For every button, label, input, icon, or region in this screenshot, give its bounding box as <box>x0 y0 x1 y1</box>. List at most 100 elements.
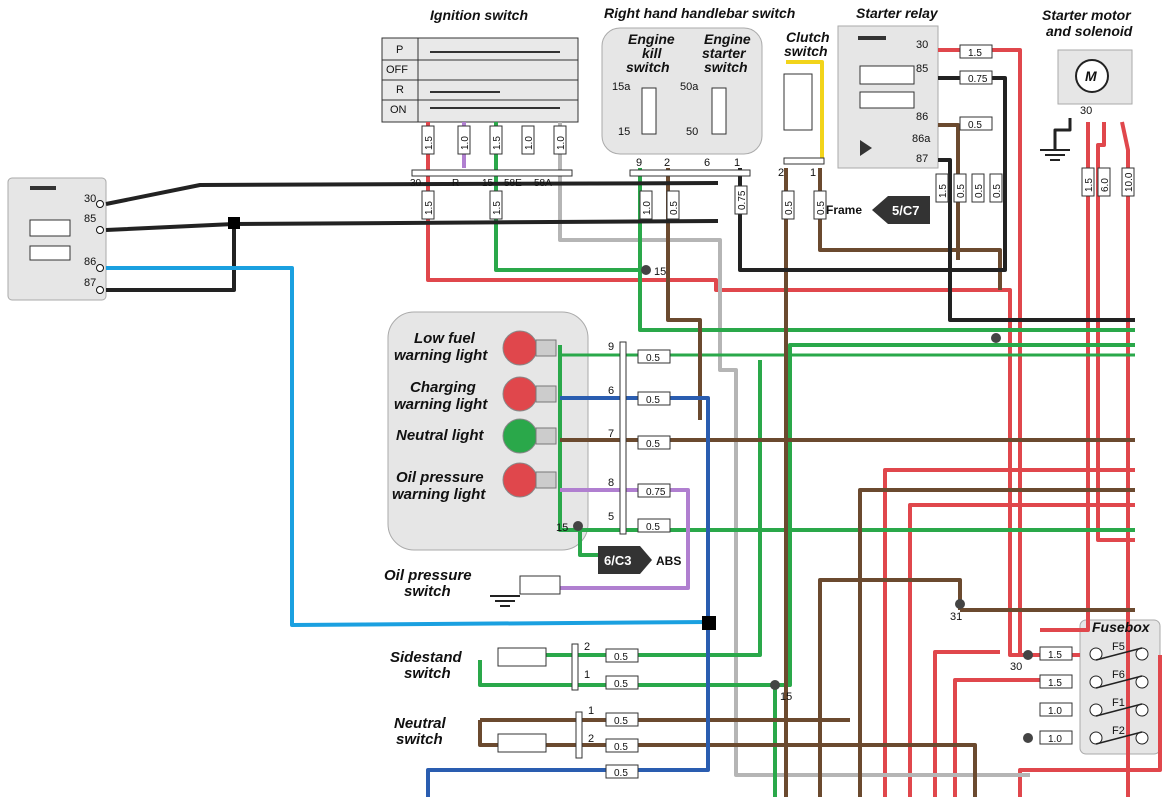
lamp-oil-pressure <box>502 462 557 498</box>
node-15-upper <box>641 265 651 275</box>
wire-size-clutch_b: 0.5 <box>813 190 827 220</box>
sidestand-label-2: switch <box>404 665 451 682</box>
wire-brown-relay86 <box>938 123 960 260</box>
svg-text:F1: F1 <box>1112 697 1125 709</box>
side-pin-1: 1 <box>584 669 590 681</box>
wire-brown-hb2 <box>666 168 702 420</box>
clutch-title-2: switch <box>784 43 828 59</box>
node-15-lights <box>573 521 583 531</box>
ign-pos-on: ON <box>390 104 407 116</box>
starter-relay-pin-86: 86 <box>916 111 928 123</box>
wire-size-fuse_f5: 1.5 <box>1039 646 1073 661</box>
fuse-f5: F5 <box>1089 641 1149 661</box>
neutral-connector <box>575 711 583 759</box>
lights-connector <box>619 341 627 535</box>
fusebox-title: Fusebox <box>1092 619 1151 635</box>
wire-black-ground <box>1053 118 1072 150</box>
wire-size-neut_2: 0.5 <box>605 738 639 753</box>
svg-text:1.5: 1.5 <box>1048 678 1062 689</box>
wire-brown-neut <box>478 720 977 797</box>
ign-term-58e: 58E <box>504 178 522 189</box>
ign-term-58a: 58A <box>534 178 552 189</box>
wire-size-light_6: 0.5 <box>637 391 671 406</box>
lamp-charging <box>502 376 557 412</box>
svg-text:10.0: 10.0 <box>1124 172 1135 192</box>
clutch-title-1: Clutch <box>786 29 830 45</box>
added-relay-pin-85: 85 <box>84 213 96 225</box>
wire-black-87 <box>938 158 1135 322</box>
neutral-switch-label-2: switch <box>396 731 443 748</box>
light-pin-7: 7 <box>608 428 614 440</box>
hb-pin-9: 9 <box>636 157 642 169</box>
svg-text:0.5: 0.5 <box>614 716 628 727</box>
node-30 <box>1023 650 1033 660</box>
wire-red-relay30 <box>938 48 1022 655</box>
svg-text:0.5: 0.5 <box>614 742 628 753</box>
svg-text:0.5: 0.5 <box>784 201 795 215</box>
wire-red-lower-b <box>908 503 1135 797</box>
wire-size-clutch_a: 0.5 <box>781 190 795 220</box>
ignition-connector: 30 R 15 58E 58A <box>410 169 573 189</box>
starter-relay-pin-86a: 86a <box>912 133 931 145</box>
ign-pos-off: OFF <box>386 64 408 76</box>
wire-size-motor_a: 1.5 <box>1081 167 1095 197</box>
light-pin-9: 9 <box>608 341 614 353</box>
node-15-upper-label: 15 <box>654 266 666 278</box>
ground-icon <box>1040 149 1070 161</box>
ign-pos-p: P <box>396 44 403 56</box>
node-fuse <box>1023 733 1033 743</box>
svg-text:0.5: 0.5 <box>816 201 827 215</box>
wire-grey-58a <box>558 122 1030 777</box>
node-15-lights-label: 15 <box>556 522 568 534</box>
starter-pin-50a: 50a <box>680 81 699 93</box>
oil-switch-body <box>519 575 561 595</box>
kill-label-3: switch <box>626 59 670 75</box>
wire-lightblue-added-86 <box>106 266 709 627</box>
wire-size-bottom: 0.5 <box>605 764 639 779</box>
neut-pin-2: 2 <box>588 733 594 745</box>
wire-size-ign-2: 1.5 <box>489 125 503 155</box>
svg-text:1.0: 1.0 <box>1048 734 1062 745</box>
kill-pin-15a: 15a <box>612 81 631 93</box>
motor-pin-50: 30 <box>1080 105 1092 117</box>
wire-size-side_1: 0.5 <box>605 675 639 690</box>
starter-relay-pin-87: 87 <box>916 153 928 165</box>
side-pin-2: 2 <box>584 641 590 653</box>
wire-size-light_5: 0.5 <box>637 518 671 533</box>
wire-red-ign30 <box>426 122 1080 657</box>
wire-size-ign-1: 1.0 <box>457 125 471 155</box>
oil-light-label-2: warning light <box>392 486 486 503</box>
wire-size-light_8: 0.75 <box>637 483 671 498</box>
svg-text:1.0: 1.0 <box>460 136 471 150</box>
svg-text:0.5: 0.5 <box>646 522 660 533</box>
svg-text:F6: F6 <box>1112 669 1125 681</box>
kill-label-1: Engine <box>628 31 675 47</box>
light-pin-8: 8 <box>608 477 614 489</box>
starter-motor-title-2: and solenoid <box>1046 23 1133 39</box>
svg-text:0.5: 0.5 <box>614 652 628 663</box>
frame-ref: 5/C7 <box>892 203 919 218</box>
wire-size-neut_1: 0.5 <box>605 712 639 727</box>
wire-size-motor_b: 6.0 <box>1097 167 1111 197</box>
svg-text:1.0: 1.0 <box>556 136 567 150</box>
frame-label: Frame <box>826 203 862 217</box>
wire-size-light_9: 0.5 <box>637 349 671 364</box>
added-relay-pin-30: 30 <box>84 193 96 205</box>
sidestand-connector <box>571 643 579 691</box>
wire-size-hb_a: 1.0 <box>639 190 653 220</box>
svg-text:1.5: 1.5 <box>938 184 949 198</box>
wire-size-light_7: 0.5 <box>637 435 671 450</box>
wire-black-added-87 <box>106 224 236 292</box>
svg-text:1.0: 1.0 <box>642 201 653 215</box>
light-pin-5: 5 <box>608 511 614 523</box>
wire-brown-lower <box>818 578 962 797</box>
wire-size-relay_top_b: 0.75 <box>959 70 993 85</box>
hb-pin-6: 6 <box>704 157 710 169</box>
lamp-low-fuel <box>502 330 557 366</box>
svg-text:0.75: 0.75 <box>737 190 748 210</box>
wire-size-fuse_f1: 1.0 <box>1039 702 1073 717</box>
sidestand-switch-body <box>497 647 547 667</box>
wire-size-side_2: 0.5 <box>605 648 639 663</box>
wire-red-lower-c <box>933 650 1000 797</box>
kill-label-2: kill <box>642 45 663 61</box>
